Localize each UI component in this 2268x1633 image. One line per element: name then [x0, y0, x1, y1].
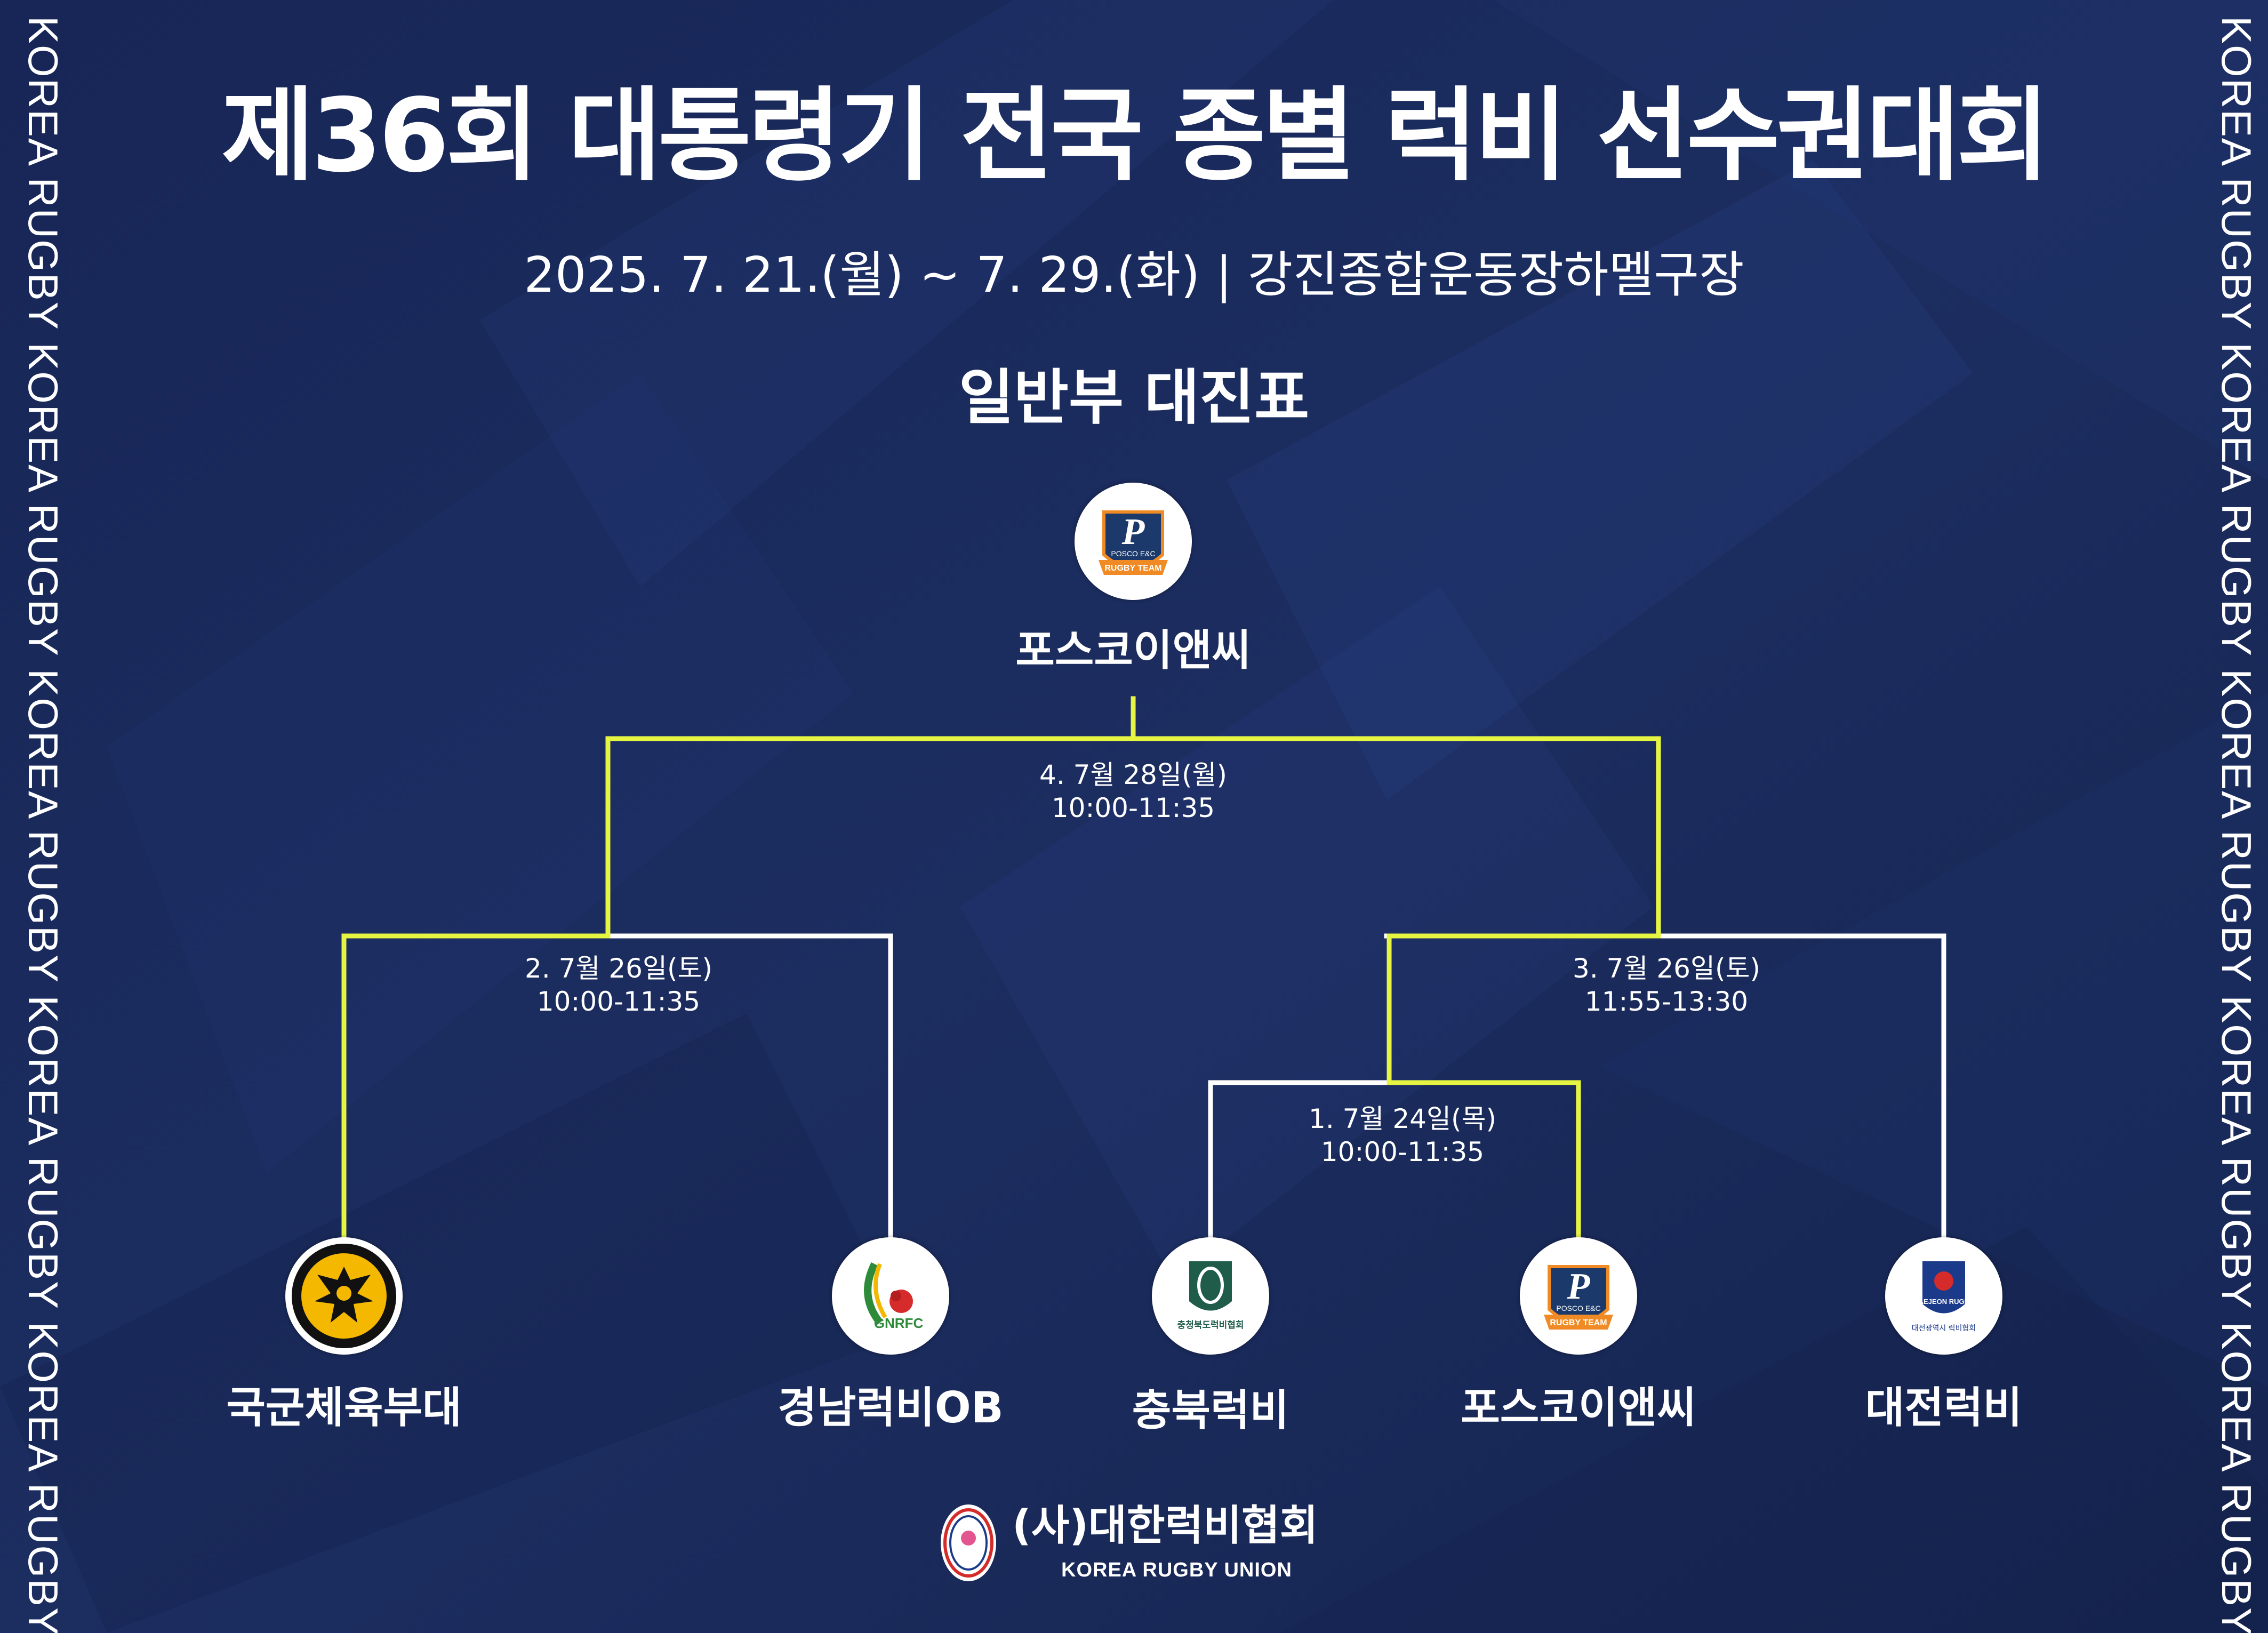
- match-semi-right-time: 11:55-13:30: [1584, 986, 1749, 1017]
- bracket-line-winner-left: [341, 736, 611, 1240]
- event-date-venue: 2025. 7. 21.(월) ~ 7. 29.(화) | 강진종합운동장하멜구…: [524, 246, 1744, 303]
- side-text-right: KOREA RUGBY KOREA RUGBY KOREA RUGBY KORE…: [2193, 0, 2268, 1633]
- bracket-line-winner-r1: [1387, 933, 1581, 1240]
- team-logo-posco: P POSCO E&C RUGBY TEAM: [1520, 1237, 1637, 1355]
- page-title: 제36회 대통령기 전국 종별 럭비 선수권대회: [221, 77, 2050, 195]
- bracket-line-winner-top: [605, 696, 1136, 741]
- svg-text:DAEJEON RUGBY: DAEJEON RUGBY: [1913, 1298, 1974, 1306]
- team-name-gyeongnam: 경남럭비OB: [778, 1383, 1004, 1432]
- match-semi-left-date: 2. 7월 26일(토): [525, 953, 712, 984]
- footer-org-name: (사)대한럭비협회: [1012, 1502, 1318, 1550]
- svg-text:대전광역시 럭비협회: 대전광역시 럭비협회: [1912, 1324, 1976, 1333]
- side-text-left-label: KOREA RUGBY KOREA RUGBY KOREA RUGBY KORE…: [20, 16, 67, 1633]
- team-logo-daejeon: DAEJEON RUGBY 대전광역시 럭비협회: [1885, 1237, 2002, 1355]
- chungbuk-rugby-icon: 충청북도럭비협회: [1177, 1261, 1244, 1331]
- posco-icon: P POSCO E&C RUGBY TEAM: [1544, 1265, 1613, 1330]
- match-semi-right-info: 3. 7월 26일(토) 11:55-13:30: [1506, 952, 1826, 1018]
- svg-text:P: P: [1567, 1266, 1591, 1307]
- match-semi-left-info: 2. 7월 26일(토) 10:00-11:35: [459, 952, 779, 1018]
- svg-text:충청북도럭비협회: 충청북도럭비협회: [1177, 1319, 1244, 1331]
- match-semi-right-date: 3. 7월 26일(토): [1573, 953, 1760, 984]
- match-final-info: 4. 7월 28일(월) 10:00-11:35: [973, 758, 1293, 824]
- bracket-line-winner-final-right: [1131, 736, 1661, 939]
- svg-text:RUGBY TEAM: RUGBY TEAM: [1550, 1318, 1607, 1327]
- footer-org: (사)대한럭비협회 KOREA RUGBY UNION: [933, 1499, 1360, 1589]
- team-logo-gyeongnam: GNRFC: [832, 1237, 949, 1355]
- match-r1-time: 10:00-11:35: [1320, 1136, 1485, 1167]
- daejeon-rugby-icon: DAEJEON RUGBY 대전광역시 럭비협회: [1912, 1261, 1976, 1333]
- bracket-line-r1-left: [1208, 1080, 1389, 1240]
- match-final-date: 4. 7월 28일(월): [1039, 759, 1227, 790]
- svg-text:GNRFC: GNRFC: [874, 1315, 924, 1331]
- winner-name: 포스코이앤씨: [1015, 626, 1251, 675]
- footer-org-eng: KOREA RUGBY UNION: [1061, 1559, 1292, 1581]
- svg-text:RUGBY TEAM: RUGBY TEAM: [1104, 564, 1161, 573]
- bracket-line-semi-left-right: [608, 933, 893, 1240]
- korea-rugby-emblem-icon: [941, 1504, 996, 1581]
- side-text-right-label: KOREA RUGBY KOREA RUGBY KOREA RUGBY KORE…: [2213, 16, 2260, 1633]
- match-semi-left-time: 10:00-11:35: [536, 986, 701, 1017]
- match-final-time: 10:00-11:35: [1051, 793, 1215, 823]
- posco-icon: P POSCO E&C RUGBY TEAM: [1099, 510, 1168, 575]
- side-text-left: KOREA RUGBY KOREA RUGBY KOREA RUGBY KORE…: [0, 0, 75, 1633]
- team-name-chungbuk: 충북럭비: [1132, 1386, 1289, 1435]
- team-logo-army: [285, 1237, 403, 1355]
- svg-text:POSCO E&C: POSCO E&C: [1111, 549, 1155, 558]
- team-logo-chungbuk: 충청북도럭비협회: [1152, 1237, 1269, 1355]
- section-title: 일반부 대진표: [958, 363, 1310, 433]
- team-name-posco: 포스코이앤씨: [1461, 1383, 1696, 1432]
- svg-text:POSCO E&C: POSCO E&C: [1556, 1304, 1600, 1312]
- team-name-daejeon: 대전럭비: [1865, 1383, 2023, 1432]
- match-r1-date: 1. 7월 24일(목): [1309, 1103, 1496, 1134]
- winner-posco-logo: P POSCO E&C RUGBY TEAM: [1075, 483, 1192, 600]
- team-name-army: 국군체육부대: [226, 1383, 462, 1432]
- svg-text:P: P: [1121, 511, 1145, 553]
- gyeongnam-rugby-icon: GNRFC: [864, 1262, 924, 1331]
- match-r1-info: 1. 7월 24일(목) 10:00-11:35: [1243, 1102, 1562, 1168]
- eagle-icon: [292, 1244, 396, 1348]
